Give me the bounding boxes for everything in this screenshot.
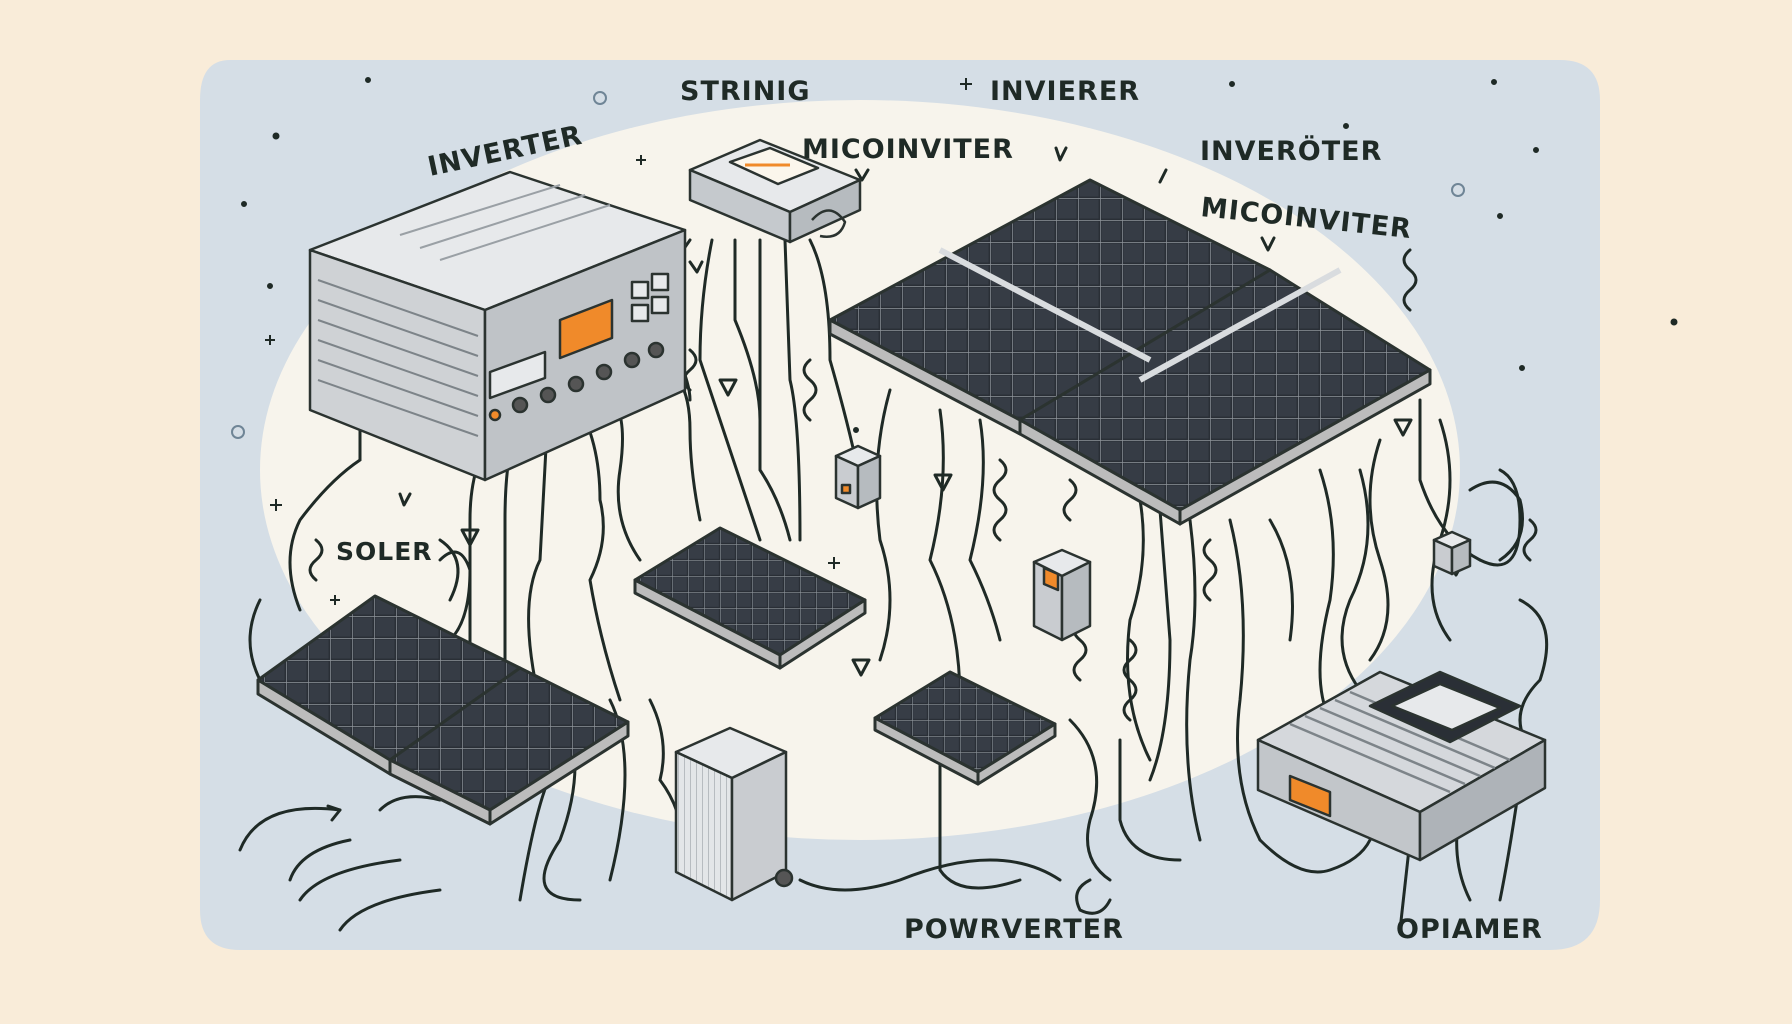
panel-array-large [828, 178, 1432, 526]
string-combiner-box [688, 138, 862, 244]
microinverter-small-1 [834, 444, 882, 510]
decorative-marks [231, 77, 1678, 605]
microinverter-small-3 [1432, 530, 1472, 576]
label-microinverter-top: MICOINVITER [802, 134, 1014, 165]
label-solar-left: SOLER [336, 537, 433, 566]
optimizer-unit [1256, 670, 1547, 862]
label-inverter-top-right: INVIERER [990, 76, 1140, 107]
power-converter-box [674, 726, 794, 902]
solar-panels-left [256, 594, 630, 826]
label-optimizer-bottom: OPIAMER [1396, 914, 1543, 945]
label-string-top: STRINIG [680, 76, 811, 107]
solar-panel-bottom [873, 670, 1057, 786]
solar-panel-center [633, 526, 867, 670]
label-inverter-right: INVERÖTER [1200, 134, 1382, 167]
microinverter-small-2 [1032, 548, 1092, 642]
central-inverter [308, 170, 687, 482]
label-powerverter-bottom: POWRVERTER [904, 914, 1124, 945]
